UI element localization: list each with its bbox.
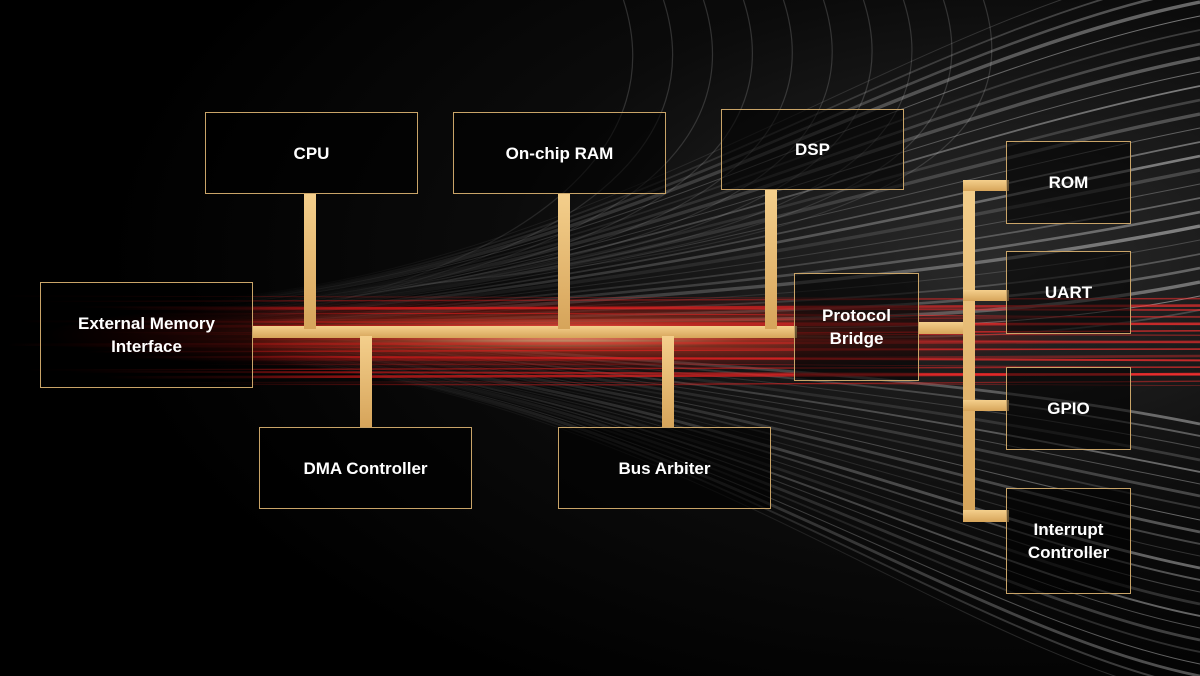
dsp-block: DSP — [721, 109, 904, 190]
dma-controller-block: DMA Controller — [259, 427, 472, 509]
ram-bus-drop — [558, 193, 570, 329]
light-streak — [299, 0, 753, 305]
interrupt-controller-block: Interrupt Controller — [1006, 488, 1131, 594]
external-memory-interface-block: External Memory Interface — [40, 282, 253, 388]
dsp-bus-drop — [765, 190, 777, 329]
rom-bus-tap — [963, 180, 1009, 191]
bridge-peripheral-link — [918, 322, 970, 334]
arbiter-bus-drop — [662, 336, 674, 428]
bus-arbiter-block: Bus Arbiter — [558, 427, 771, 509]
peripheral-bus — [963, 180, 975, 522]
light-streak — [199, 98, 1200, 317]
light-streak — [249, 359, 1117, 676]
dma-bus-drop — [360, 336, 372, 428]
rom-block: ROM — [1006, 141, 1131, 224]
uart-bus-tap — [963, 290, 1009, 301]
cpu-block: CPU — [205, 112, 418, 194]
light-streak — [249, 356, 1200, 676]
light-streak — [249, 355, 1200, 665]
uart-block: UART — [1006, 251, 1131, 334]
gpio-block: GPIO — [1006, 367, 1131, 450]
light-streak — [299, 0, 793, 303]
light-streak — [249, 354, 1200, 653]
on-chip-ram-block: On-chip RAM — [453, 112, 666, 194]
light-streak — [154, 354, 1200, 362]
main-system-bus — [252, 326, 797, 338]
gpio-bus-tap — [963, 400, 1009, 411]
protocol-bridge-block: Protocol Bridge — [794, 273, 919, 381]
irq-bus-tap — [963, 510, 1009, 522]
cpu-bus-drop — [304, 193, 316, 329]
